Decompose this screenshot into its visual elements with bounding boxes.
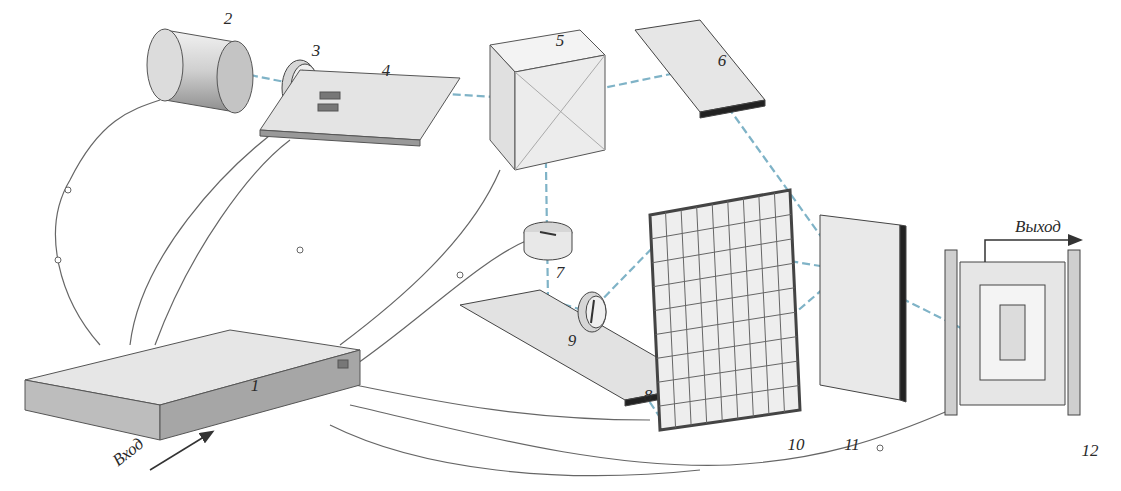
grid-matrix	[650, 190, 800, 430]
callout-number: 2	[224, 10, 233, 27]
callout-number: 12	[1082, 442, 1099, 459]
laser	[147, 29, 253, 113]
signal-label: Выход	[1015, 218, 1061, 235]
wires	[56, 100, 950, 476]
modulator-plate	[260, 70, 460, 146]
callout-number: 3	[312, 42, 321, 59]
detector-array	[945, 250, 1080, 415]
signal-label: Вход	[109, 435, 146, 469]
callout-number: 1	[251, 377, 260, 394]
output-arrow	[985, 240, 1080, 262]
callout-number: 7	[556, 264, 565, 281]
optical-plate	[820, 215, 906, 402]
lens	[524, 222, 572, 260]
callout-number: 4	[382, 62, 391, 79]
callout-number: 5	[556, 32, 565, 49]
lens	[578, 292, 606, 332]
callout-number: 11	[844, 436, 860, 453]
input-arrow	[150, 432, 212, 470]
callout-number: 8	[644, 387, 653, 404]
beam-splitter-cube	[490, 30, 605, 170]
control-unit	[25, 330, 360, 440]
callout-number: 10	[788, 436, 805, 453]
mirror	[635, 20, 765, 118]
callout-number: 9	[568, 332, 577, 349]
callout-number: 6	[718, 52, 727, 69]
